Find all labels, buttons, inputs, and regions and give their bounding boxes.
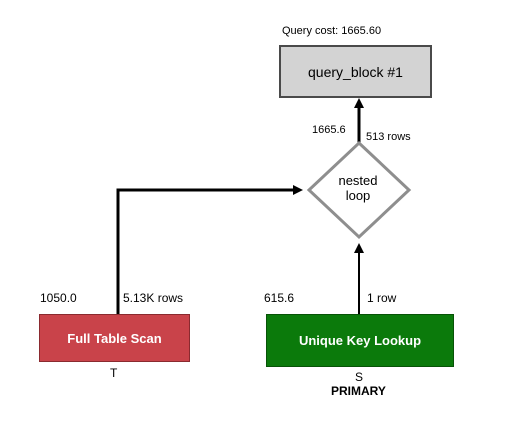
query-block-node[interactable]: query_block #1 <box>279 45 432 98</box>
nested-loop-rows: 513 rows <box>366 131 411 143</box>
unique-key-lookup-rows: 1 row <box>367 291 397 305</box>
nested-loop-label: nested loop <box>318 173 398 203</box>
nested-loop-cost: 1665.6 <box>312 124 346 136</box>
full-table-scan-rows: 5.13K rows <box>123 291 184 305</box>
query-block-label: query_block #1 <box>308 63 403 80</box>
query-cost-label: Query cost: 1665.60 <box>282 25 382 37</box>
nested-loop-line-2: loop <box>345 188 371 203</box>
full-table-scan-label: Full Table Scan <box>67 330 162 346</box>
scan-to-loop-edge <box>116 185 303 314</box>
full-table-scan-node[interactable]: Full Table Scan <box>39 314 190 362</box>
full-table-scan-cost: 1050.0 <box>40 291 77 305</box>
nested-loop-line-1: nested <box>338 173 378 188</box>
unique-key-lookup-node[interactable]: Unique Key Lookup <box>266 314 454 367</box>
nested-loop-diamond[interactable] <box>306 140 412 240</box>
unique-key-lookup-cost: 615.6 <box>264 291 295 305</box>
unique-key-lookup-table: S <box>355 370 364 384</box>
unique-key-lookup-label: Unique Key Lookup <box>298 333 422 348</box>
unique-key-lookup-key: PRIMARY <box>331 384 386 398</box>
full-table-scan-table: T <box>110 366 118 380</box>
